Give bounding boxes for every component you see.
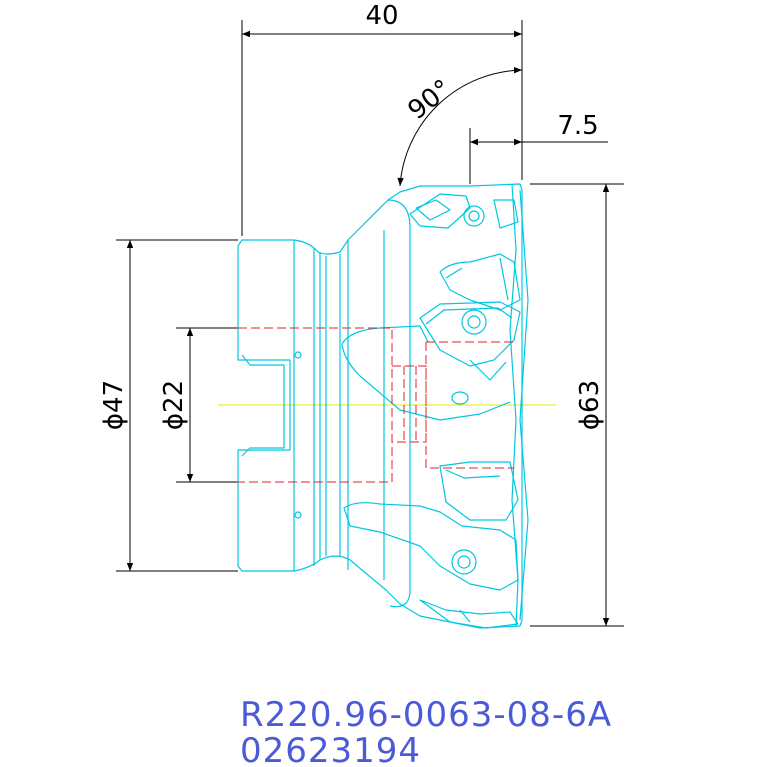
body-silhouette: [237, 183, 523, 629]
dim-cutting-depth: [469, 128, 608, 184]
dim-angle: [397, 66, 523, 187]
cutter-outline: [237, 183, 529, 629]
insert-middle-screw: [461, 309, 487, 335]
insert-top: [409, 193, 471, 229]
dim-diameter-cutter-label: ϕ63: [575, 380, 605, 430]
dim-cutting-depth-label: 7.5: [557, 111, 598, 141]
dim-angle-label: 90°: [403, 74, 458, 126]
part-designation: R220.96-0063-08-6A: [240, 695, 612, 735]
insert-lower: [343, 502, 519, 591]
pocket-upper: [439, 253, 521, 311]
hidden-lines: [238, 327, 514, 483]
insert-lower-screw: [451, 549, 477, 575]
dim-overall-length: [241, 20, 523, 236]
insert-middle: [419, 301, 521, 367]
dim-diameter-body: [116, 239, 238, 572]
dim-diameter-bore: [176, 327, 238, 483]
pocket-lower: [439, 461, 519, 521]
dim-diameter-cutter: [530, 183, 624, 627]
dim-diameter-bore-label: ϕ22: [159, 380, 189, 430]
insert-top-screw: [463, 205, 485, 227]
part-item-number: 02623194: [240, 731, 421, 767]
dim-diameter-body-label: ϕ47: [99, 380, 129, 430]
dim-overall-length-label: 40: [365, 1, 398, 31]
insert-bottom: [419, 599, 519, 629]
